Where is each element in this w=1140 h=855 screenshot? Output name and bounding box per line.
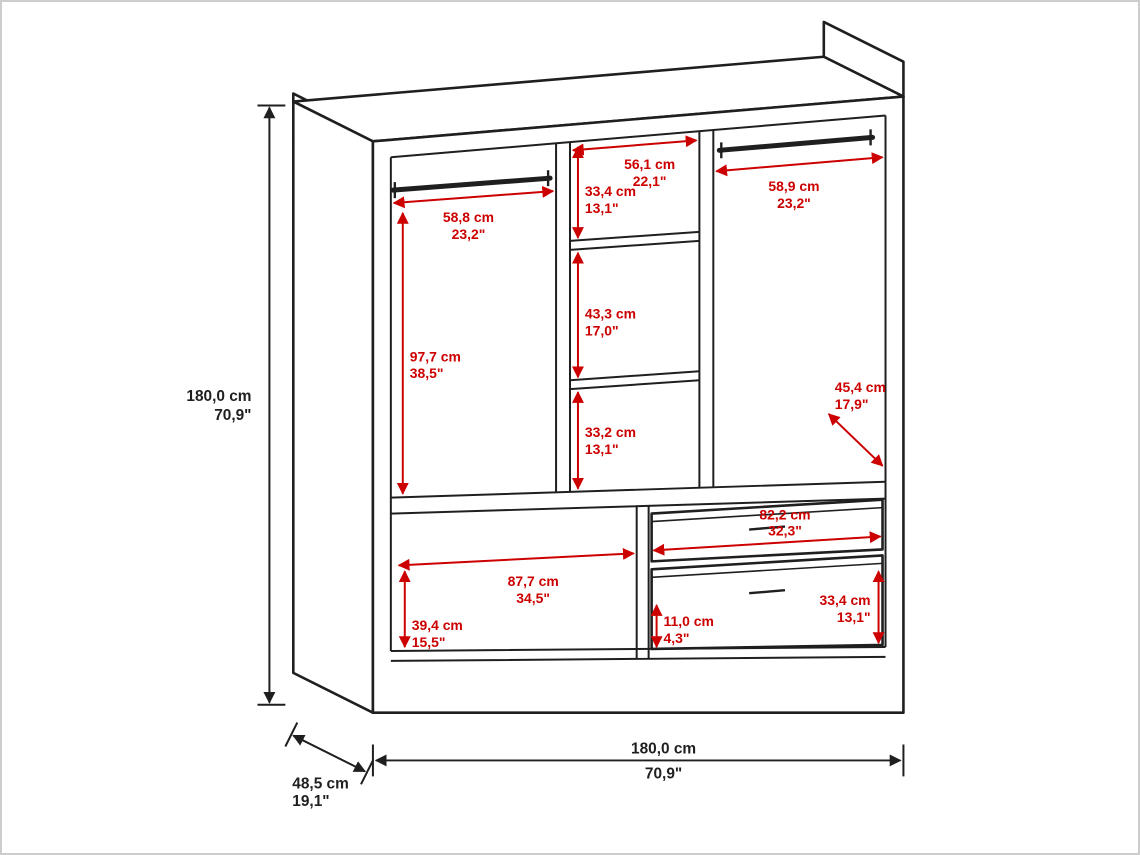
dim-value-cm: 33,4 cm bbox=[819, 592, 870, 608]
dim-value-cm: 11,0 cm bbox=[664, 613, 714, 629]
dim-middle-center-shelf-height: 43,3 cm 17,0" bbox=[571, 251, 636, 379]
hanging-rod-right bbox=[716, 134, 876, 153]
dim-value-inches: 13,1" bbox=[585, 200, 619, 216]
dim-middle-top-width: 56,1 cm 22,1" bbox=[571, 135, 698, 189]
dim-value-inches: 13,1" bbox=[837, 609, 871, 625]
dim-value-inches: 13,1" bbox=[585, 441, 619, 457]
dim-value-cm: 33,4 cm bbox=[585, 183, 636, 199]
dim-value-inches: 19,1" bbox=[292, 793, 329, 810]
dim-lower-left-height: 39,4 cm 15,5" bbox=[398, 570, 463, 650]
dim-end-bars bbox=[284, 722, 374, 785]
left-side-panel bbox=[292, 100, 375, 714]
dim-overall-width: 180,0 cm 70,9" bbox=[371, 740, 905, 782]
dim-value-cm: 58,8 cm bbox=[443, 209, 494, 225]
dim-drawer-inner-height: 11,0 cm 4,3" bbox=[650, 603, 714, 649]
dim-overall-height: 180,0 cm 70,9" bbox=[186, 104, 286, 706]
dim-value-inches: 23,2" bbox=[777, 195, 811, 211]
drawer-top-handle bbox=[749, 525, 786, 531]
dim-lower-left-width: 87,7 cm 34,5" bbox=[397, 547, 635, 606]
dim-middle-upper-shelf-height: 33,4 cm 13,1" bbox=[571, 146, 636, 240]
wardrobe-structure bbox=[292, 20, 905, 714]
dim-value-cm: 48,5 cm bbox=[292, 775, 349, 792]
divider-panels bbox=[555, 130, 715, 493]
dim-value-inches: 23,2" bbox=[452, 226, 486, 242]
dim-left-hanging-height: 97,7 cm 38,5" bbox=[396, 211, 461, 495]
interior-dimensions: 58,8 cm 23,2" 56,1 cm 22,1" 58,9 cm 23,2… bbox=[392, 135, 886, 650]
dim-value-inches: 70,9" bbox=[214, 407, 251, 424]
dim-end-bars bbox=[257, 104, 286, 706]
dim-value-cm: 97,7 cm bbox=[410, 348, 461, 364]
dim-line bbox=[715, 152, 884, 177]
dim-middle-lower-shelf-height: 33,2 cm 13,1" bbox=[571, 390, 636, 490]
dim-value-inches: 32,3" bbox=[768, 522, 802, 538]
dim-value-inches: 17,0" bbox=[585, 322, 619, 338]
dim-line bbox=[652, 531, 882, 556]
dim-value-cm: 87,7 cm bbox=[508, 573, 559, 589]
dim-value-inches: 38,5" bbox=[410, 365, 444, 381]
dim-value-inches: 15,5" bbox=[412, 634, 446, 650]
dim-value-cm: 43,3 cm bbox=[585, 306, 636, 322]
dim-value-inches: 22,1" bbox=[633, 173, 667, 189]
dim-right-rod-width: 58,9 cm 23,2" bbox=[715, 152, 884, 211]
dim-value-inches: 34,5" bbox=[516, 590, 550, 606]
dim-value-cm: 180,0 cm bbox=[186, 388, 251, 405]
dim-value-cm: 56,1 cm bbox=[624, 156, 675, 172]
dim-line bbox=[571, 135, 698, 156]
dim-value-cm: 180,0 cm bbox=[631, 740, 696, 757]
dim-line bbox=[397, 547, 635, 571]
dim-value-inches: 70,9" bbox=[645, 765, 682, 782]
dim-top-drawer-width: 82,2 cm 32,3" bbox=[652, 507, 882, 556]
drawer-bottom-handle bbox=[749, 589, 786, 595]
dim-value-cm: 33,2 cm bbox=[585, 424, 636, 440]
middle-shelves bbox=[569, 230, 700, 391]
lower-divider bbox=[635, 505, 650, 659]
dim-value-cm: 39,4 cm bbox=[412, 617, 463, 633]
drawer-bottom-rim bbox=[651, 562, 883, 579]
dim-overall-depth: 48,5 cm 19,1" bbox=[284, 722, 374, 810]
dim-right-compartment-depth: 45,4 cm 17,9" bbox=[827, 379, 886, 467]
dim-value-inches: 17,9" bbox=[835, 396, 869, 412]
dim-left-rod-width: 58,8 cm 23,2" bbox=[392, 185, 555, 242]
dim-line bbox=[827, 413, 884, 467]
overall-dimensions: 180,0 cm 70,9" 180,0 cm 70,9" 48,5 cm 19… bbox=[186, 104, 905, 810]
dim-value-cm: 45,4 cm bbox=[835, 379, 886, 395]
dim-drawer-front-height: 33,4 cm 13,1" bbox=[819, 570, 885, 645]
dim-line bbox=[292, 734, 367, 773]
drawer-top-rim bbox=[651, 506, 883, 523]
middle-separator-shelf bbox=[390, 480, 886, 515]
dim-line bbox=[392, 185, 555, 209]
dim-value-cm: 58,9 cm bbox=[768, 178, 819, 194]
dim-value-cm: 82,2 cm bbox=[759, 507, 810, 523]
dim-value-inches: 4,3" bbox=[664, 630, 690, 646]
